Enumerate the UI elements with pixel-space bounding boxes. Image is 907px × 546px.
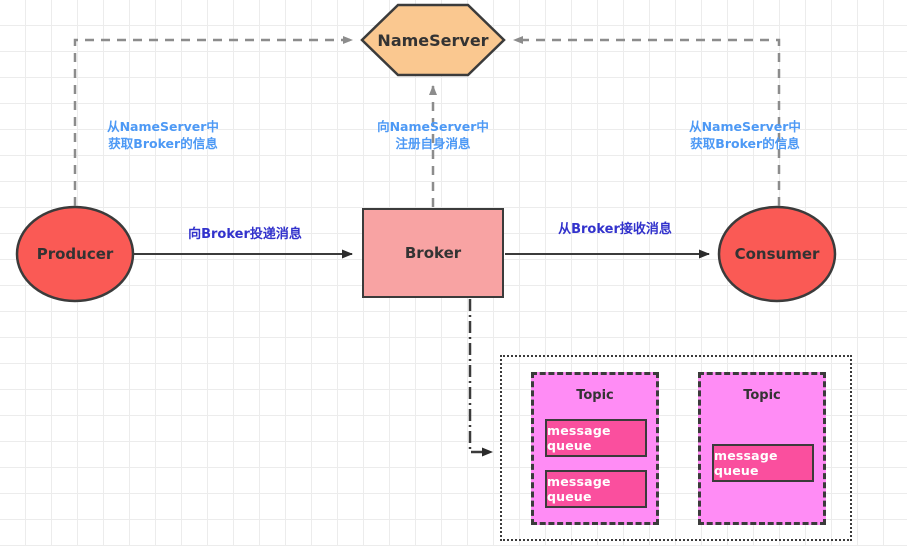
consumer-node[interactable]	[717, 205, 837, 303]
edge-label-consumer-nameserver: 从NameServer中 获取Broker的信息	[689, 119, 801, 151]
broker-node[interactable]	[362, 208, 504, 298]
edge-label-broker-nameserver: 向NameServer中 注册自身消息	[377, 119, 489, 151]
topic-box-2[interactable]: Topic message queue	[698, 372, 826, 525]
topic-box-1[interactable]: Topic message queue message queue	[531, 372, 659, 525]
storage-container	[500, 355, 852, 541]
edge-label-broker-consumer: 从Broker接收消息	[558, 222, 672, 237]
topic-title-2: Topic	[743, 388, 781, 403]
edge-label-producer-broker: 向Broker投递消息	[188, 227, 302, 242]
edge-broker-to-storage	[468, 299, 493, 457]
producer-node[interactable]	[15, 205, 135, 303]
nameserver-node[interactable]	[360, 3, 506, 77]
edge-consumer-to-nameserver	[513, 36, 781, 206]
message-queue-box[interactable]: message queue	[545, 470, 647, 508]
edge-label-producer-nameserver: 从NameServer中 获取Broker的信息	[107, 119, 219, 151]
edge-producer-to-nameserver	[73, 36, 353, 206]
message-queue-box[interactable]: message queue	[712, 444, 814, 482]
topic-title-1: Topic	[576, 388, 614, 403]
message-queue-box[interactable]: message queue	[545, 419, 647, 457]
